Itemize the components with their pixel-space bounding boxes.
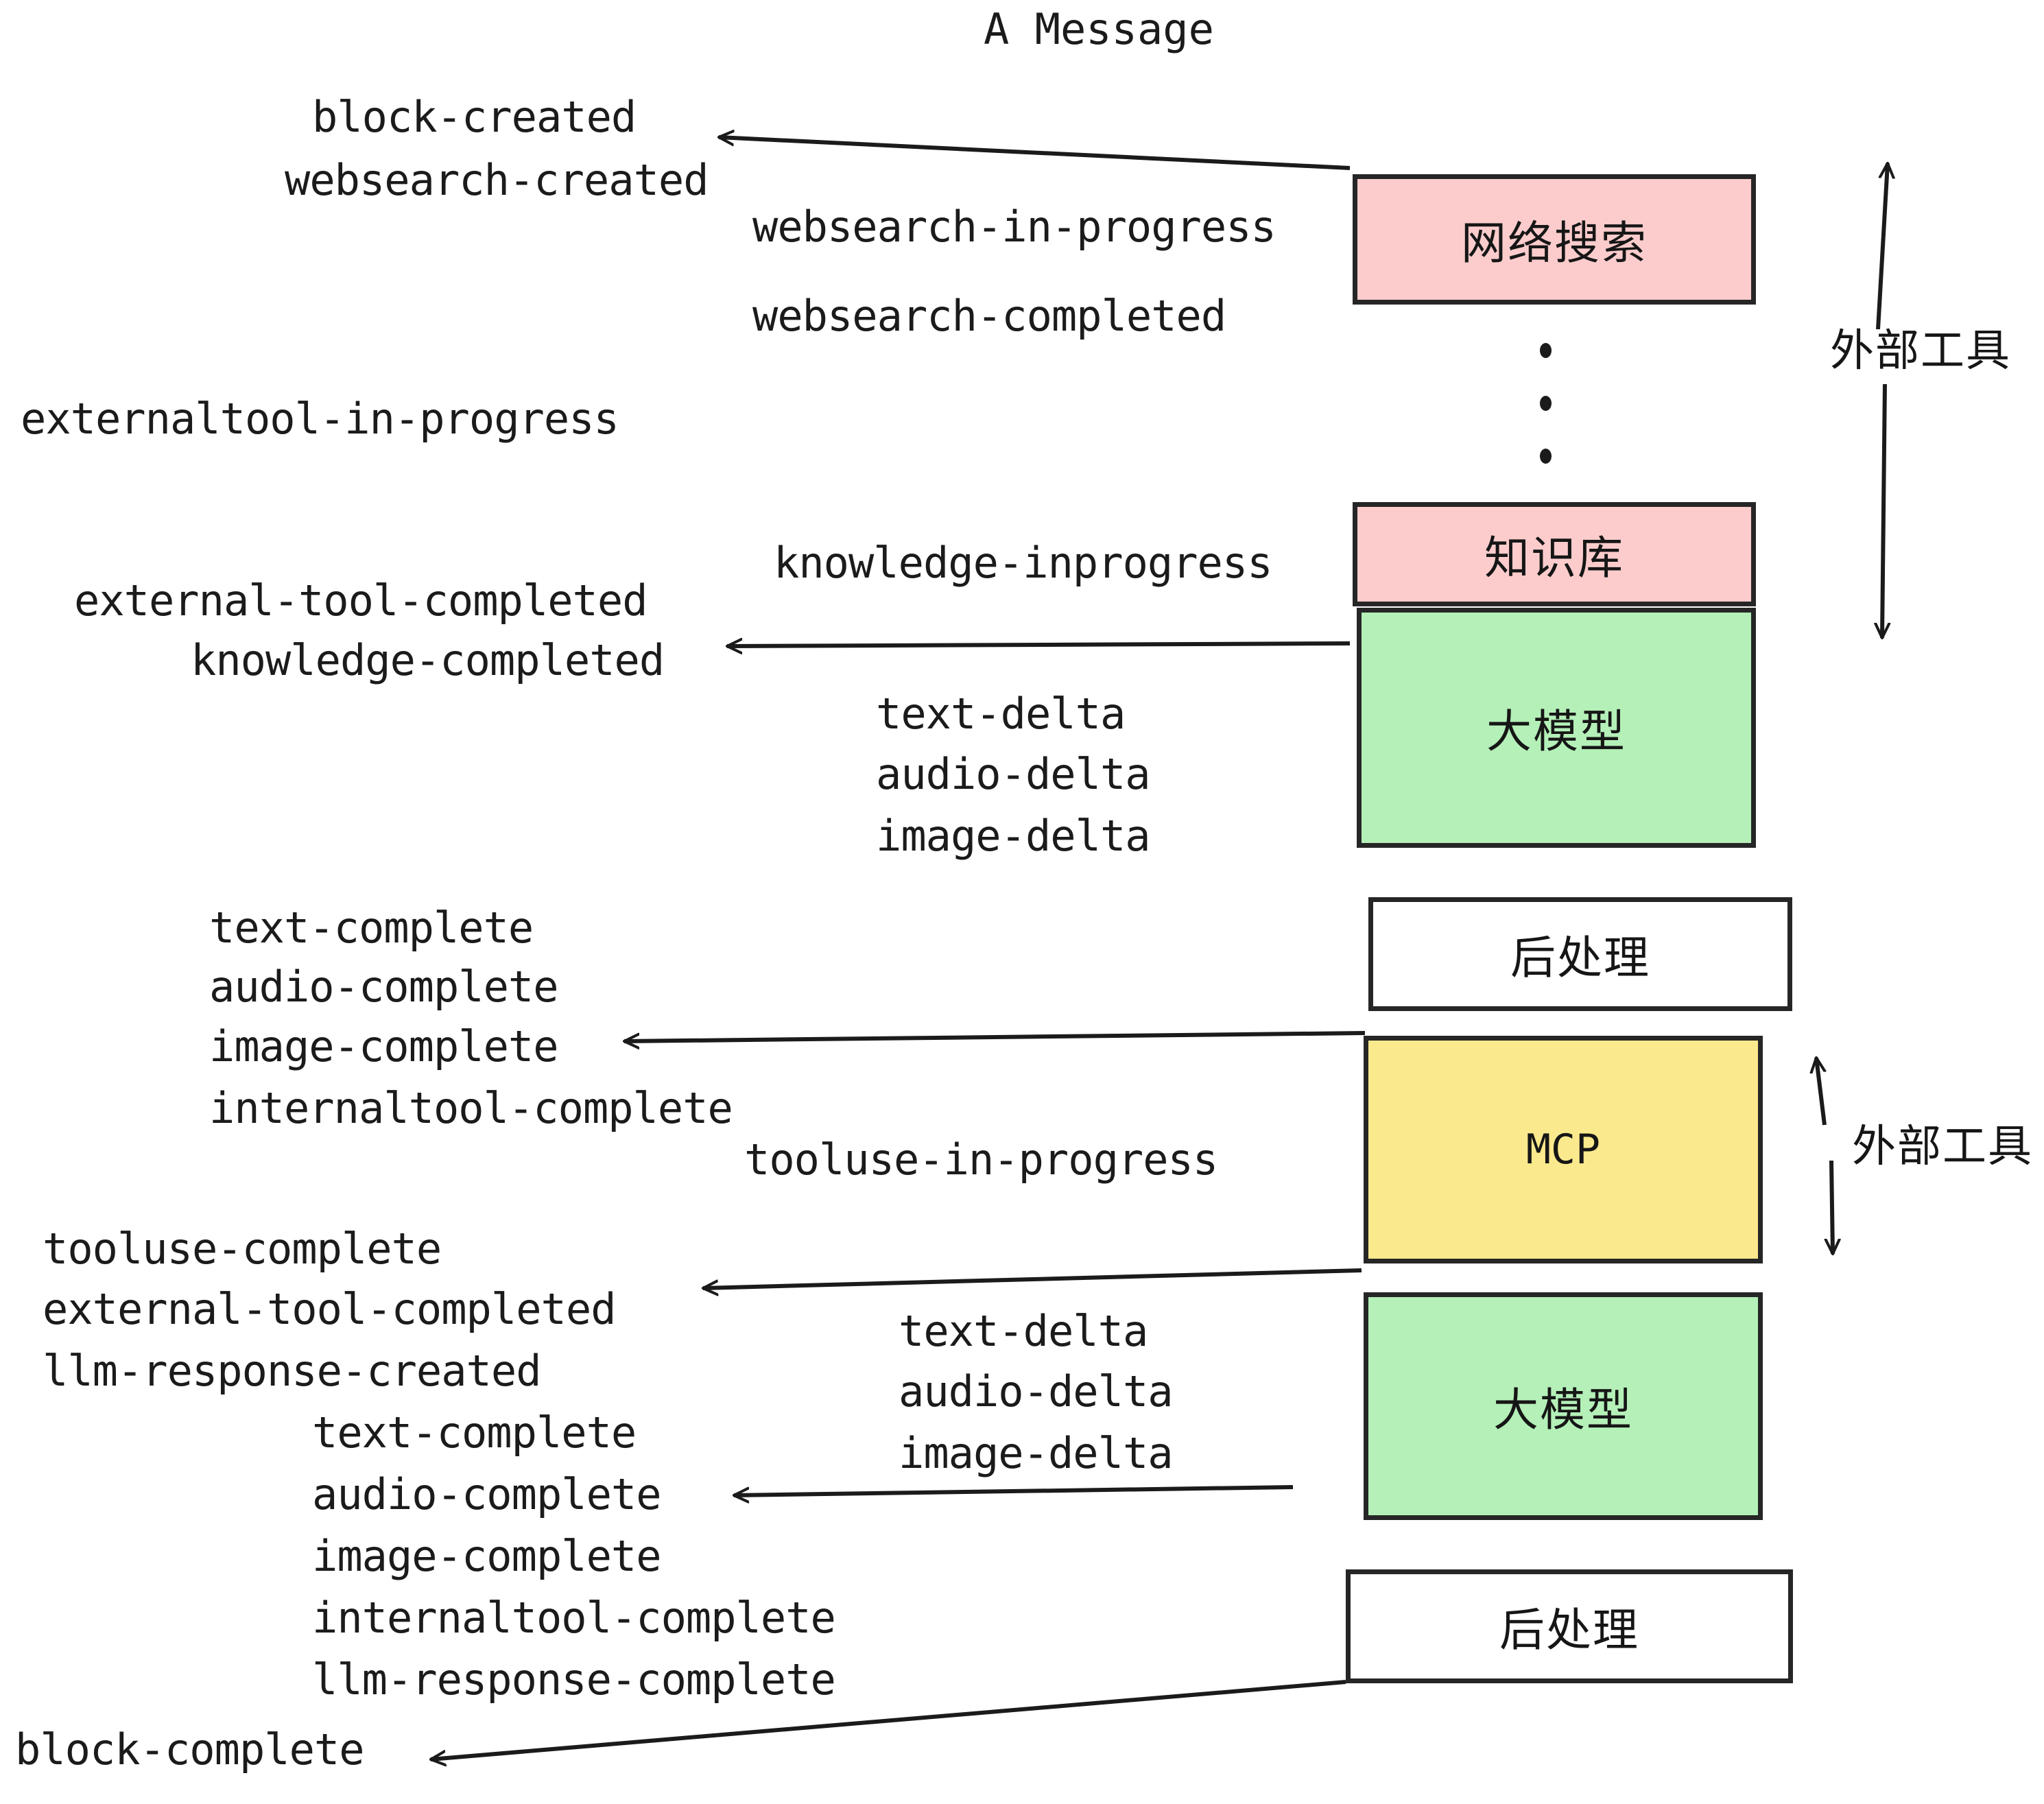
event-label: externaltool-in-progress — [21, 394, 619, 444]
event-label: image-delta — [876, 811, 1151, 861]
event-label: external-tool-completed — [43, 1284, 617, 1334]
event-label: block-complete — [15, 1724, 365, 1775]
node-label: 大模型 — [1493, 1384, 1633, 1436]
arrow-postprocess-to-image-complete — [624, 1031, 1366, 1041]
event-label: external-tool-completed — [74, 575, 648, 626]
event-label: audio-complete — [209, 962, 559, 1012]
event-label: knowledge-completed — [191, 635, 665, 685]
event-label: tooluse-complete — [43, 1224, 442, 1274]
node-label: MCP — [1525, 1126, 1601, 1174]
event-label: audio-delta — [876, 749, 1151, 799]
ellipsis-dot — [1539, 396, 1552, 411]
event-label: audio-complete — [312, 1469, 662, 1519]
event-label: knowledge-inprogress — [774, 538, 1273, 588]
arrow-external-tool-scope2-down — [1831, 1160, 1833, 1254]
node-box: 后处理 — [1346, 1569, 1793, 1683]
event-label: internaltool-complete — [209, 1083, 733, 1133]
event-label: text-delta — [876, 689, 1126, 739]
arrow-mcp-to-tooluse-complete — [703, 1268, 1362, 1288]
event-label: llm-response-created — [43, 1346, 542, 1396]
ellipsis-dot — [1539, 449, 1552, 464]
event-label: image-delta — [899, 1428, 1174, 1478]
event-label: websearch-created — [285, 155, 709, 205]
node-box: MCP — [1364, 1036, 1763, 1263]
external-tool-scope-label: 外部工具 — [1830, 326, 2011, 377]
arrow-websearch-to-block-created — [719, 137, 1351, 170]
event-label: tooluse-in-progress — [744, 1135, 1218, 1185]
ellipsis-dot — [1539, 343, 1552, 358]
event-label: text-delta — [899, 1306, 1148, 1356]
node-label: 知识库 — [1484, 532, 1624, 584]
event-label: text-complete — [312, 1408, 637, 1458]
event-label: audio-delta — [899, 1366, 1174, 1416]
node-box: 网络搜索 — [1353, 174, 1756, 305]
event-label: internaltool-complete — [312, 1593, 836, 1643]
arrow-external-tool-scope-up — [1876, 163, 1888, 330]
arrow-external-tool-scope2-up — [1816, 1058, 1827, 1126]
node-box: 大模型 — [1364, 1292, 1763, 1520]
event-label: text-complete — [209, 903, 534, 953]
diagram-title: A Message — [984, 4, 1214, 54]
node-label: 后处理 — [1510, 931, 1650, 984]
event-label: image-complete — [209, 1021, 559, 1071]
event-label: websearch-completed — [752, 291, 1226, 341]
node-box: 知识库 — [1353, 502, 1756, 606]
node-label: 大模型 — [1486, 705, 1626, 758]
node-box: 后处理 — [1368, 897, 1792, 1011]
node-label: 后处理 — [1499, 1604, 1639, 1657]
arrow-external-tool-scope-down — [1882, 383, 1885, 638]
vertical-ellipsis — [1538, 343, 1552, 464]
event-label: llm-response-complete — [312, 1654, 836, 1705]
node-box: 大模型 — [1357, 608, 1756, 848]
node-label: 网络搜索 — [1461, 217, 1648, 270]
external-tool-scope-label: 外部工具 — [1852, 1121, 2033, 1172]
arrow-llm-to-audio-complete — [734, 1485, 1294, 1495]
event-label: image-complete — [312, 1531, 662, 1581]
arrow-knowledge-to-knowledge-completed — [727, 643, 1351, 646]
event-label: websearch-in-progress — [752, 202, 1276, 252]
event-label: block-created — [312, 92, 637, 142]
